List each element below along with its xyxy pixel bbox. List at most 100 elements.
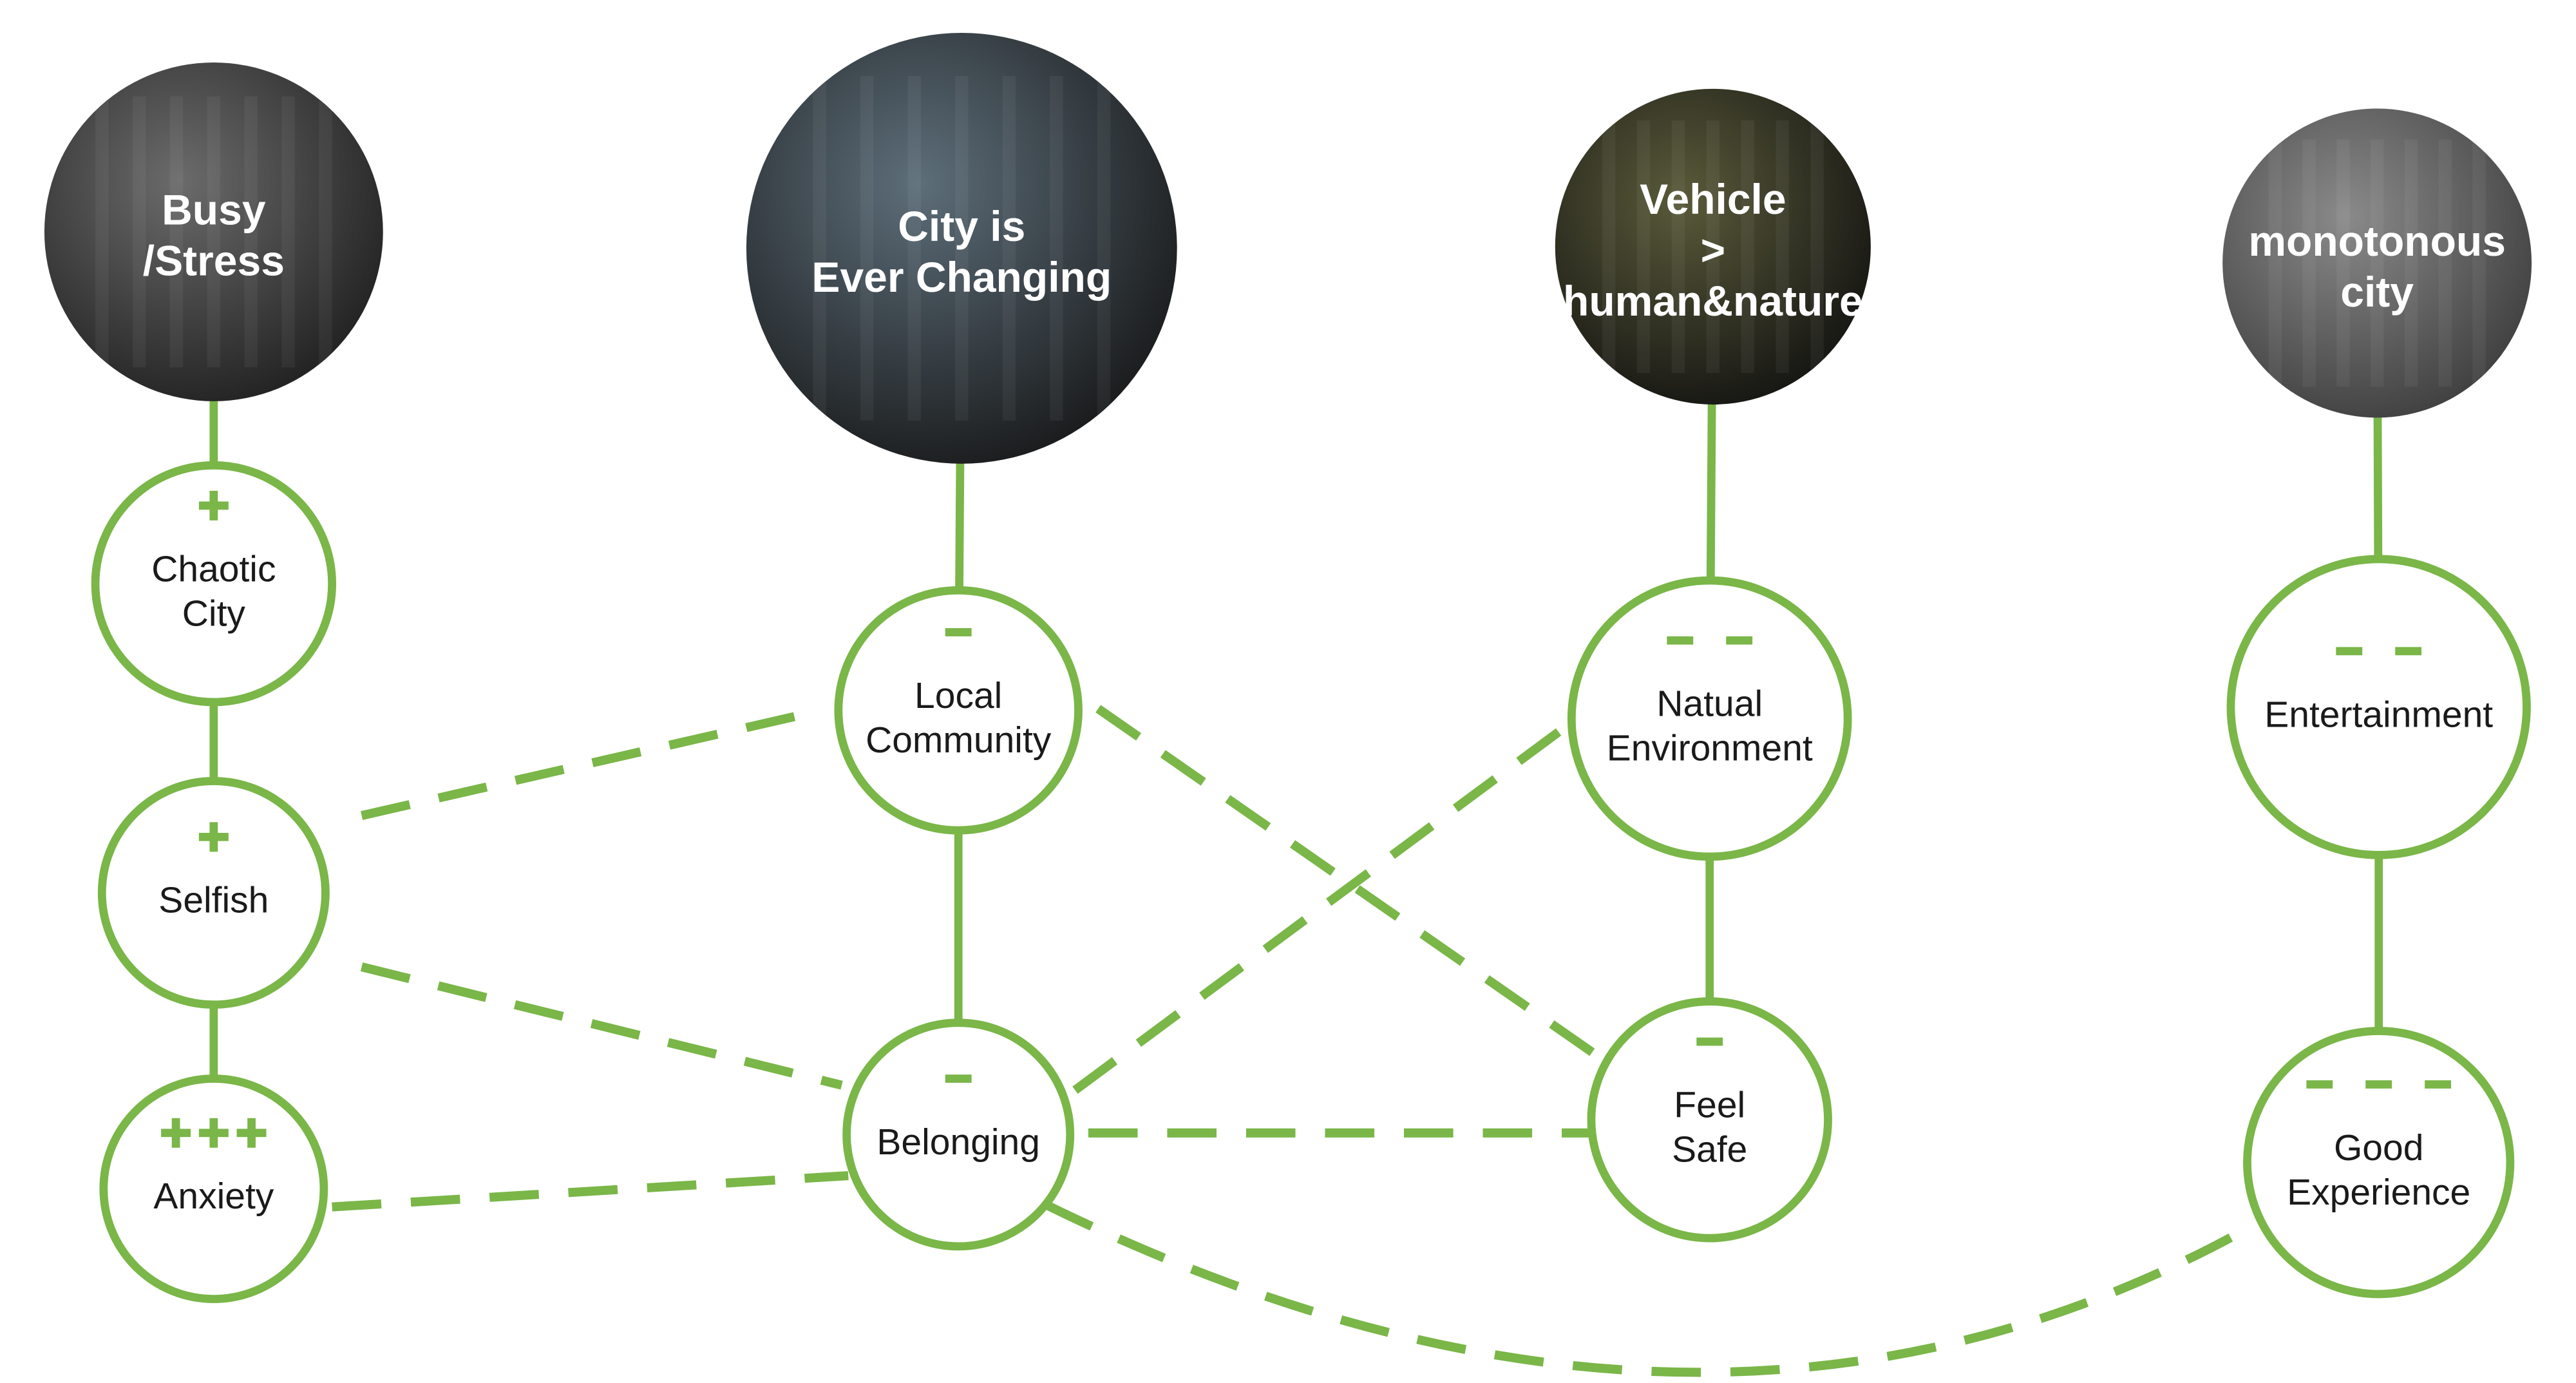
node-label-line: City — [182, 593, 246, 634]
photo-title-line: > — [1701, 226, 1726, 274]
node-circle — [842, 1018, 1075, 1251]
dashed-link-selfish-community — [361, 705, 823, 820]
node-label-line: Feel — [1674, 1085, 1745, 1126]
photo-texture-streak — [1602, 120, 1616, 373]
photo-title-line: city — [2340, 268, 2414, 316]
node-label-line: Belonging — [876, 1121, 1040, 1163]
plus-sign-mark — [247, 1118, 256, 1148]
node-circle — [2226, 555, 2531, 859]
minus-sign-mark — [945, 628, 972, 636]
plus-sign-mark — [209, 490, 218, 520]
photo-texture-streak — [2472, 139, 2486, 387]
node-label-line: Experience — [2287, 1172, 2470, 1213]
photo-texture-streak — [1776, 120, 1789, 373]
photo-texture-streak — [1636, 120, 1651, 373]
photo-title-line: /Stress — [143, 237, 285, 285]
dashed-link-belonging-experience — [1045, 1201, 2257, 1377]
apartment-towers-photo — [2222, 108, 2532, 418]
photo-title-line: monotonous — [2248, 217, 2506, 265]
minus-sign-mark — [2425, 1080, 2451, 1089]
photo-texture-streak — [319, 96, 332, 368]
photo-texture-streak — [1810, 120, 1824, 373]
node-label-line: Natual — [1656, 683, 1763, 725]
factor-node-belonging: Belonging — [842, 1018, 1075, 1251]
photo-texture-streak — [860, 75, 874, 421]
node-circle — [91, 461, 337, 707]
photo-title-line: City is — [898, 202, 1025, 250]
minus-sign-mark — [2336, 647, 2363, 656]
minus-sign-mark — [2365, 1080, 2392, 1089]
node-circle — [1567, 576, 1852, 861]
photo-texture-streak — [1671, 120, 1685, 373]
photo-texture-streak — [1002, 75, 1016, 421]
photo-texture-streak — [1706, 120, 1720, 373]
photo-texture-streak — [1050, 75, 1063, 421]
photo-texture-streak — [2336, 139, 2350, 387]
node-circle — [97, 777, 330, 1009]
node-label-line: Chaotic — [151, 548, 276, 589]
skyscraper-and-old-buildings-photo — [746, 33, 1177, 464]
node-label-line: Community — [866, 720, 1052, 761]
minus-sign-mark — [1696, 1037, 1723, 1046]
photo-texture-streak — [955, 75, 969, 421]
dashed-link-selfish-belonging — [360, 962, 843, 1090]
dashed-link-anxiety-belonging — [332, 1171, 849, 1212]
dashed-link-belonging-nature — [1072, 720, 1573, 1094]
photo-node-vehicle: Vehicle>human&nature — [1555, 88, 1871, 405]
minus-sign-mark — [2395, 647, 2422, 656]
node-label-line: Good — [2334, 1127, 2423, 1168]
minus-sign-mark — [1726, 636, 1753, 645]
minus-sign-mark — [945, 1074, 972, 1083]
plus-sign-mark — [209, 1118, 218, 1148]
photo-texture-streak — [95, 96, 109, 368]
node-label-line: Selfish — [158, 880, 269, 921]
node-label-line: Local — [914, 675, 1002, 716]
photo-texture-streak — [813, 75, 826, 421]
factor-node-anxiety: Anxiety — [99, 1074, 328, 1303]
node-label-line: Anxiety — [153, 1176, 274, 1217]
plus-sign-mark — [209, 822, 218, 852]
photo-title-line: Vehicle — [1640, 175, 1786, 223]
minus-sign-mark — [1667, 636, 1694, 645]
links-layer — [209, 231, 2383, 1377]
photo-texture-streak — [132, 96, 146, 368]
node-label-line: Environment — [1607, 728, 1813, 769]
photo-title-line: Busy — [162, 186, 266, 233]
photo-texture-streak — [1741, 120, 1754, 373]
photo-texture-streak — [207, 96, 221, 368]
photo-texture-streak — [2302, 139, 2316, 387]
plus-sign-mark — [171, 1118, 180, 1148]
photo-texture-streak — [2404, 139, 2418, 387]
minus-sign-mark — [2306, 1080, 2333, 1089]
node-label-line: Entertainment — [2264, 694, 2493, 735]
photo-title-line: human&nature — [1563, 277, 1863, 325]
photo-texture-streak — [1097, 75, 1111, 421]
factor-node-selfish: Selfish — [97, 777, 330, 1009]
photo-texture-streak — [2370, 139, 2384, 387]
photo-texture-streak — [281, 96, 295, 368]
node-circle — [1587, 997, 1832, 1243]
photo-texture-streak — [2268, 139, 2282, 387]
crowded-subway-photo — [44, 62, 383, 401]
node-circle — [834, 586, 1083, 835]
photo-title-line: Ever Changing — [811, 253, 1112, 301]
photo-node-busy: Busy/Stress — [44, 62, 383, 401]
photo-texture-streak — [2438, 139, 2452, 387]
factor-node-entertainment: Entertainment — [2226, 555, 2531, 859]
photo-texture-streak — [244, 96, 258, 368]
road-at-night-photo — [1555, 88, 1871, 405]
node-circle — [2243, 1027, 2515, 1299]
node-circle — [99, 1074, 328, 1303]
node-label-line: Safe — [1672, 1129, 1747, 1170]
